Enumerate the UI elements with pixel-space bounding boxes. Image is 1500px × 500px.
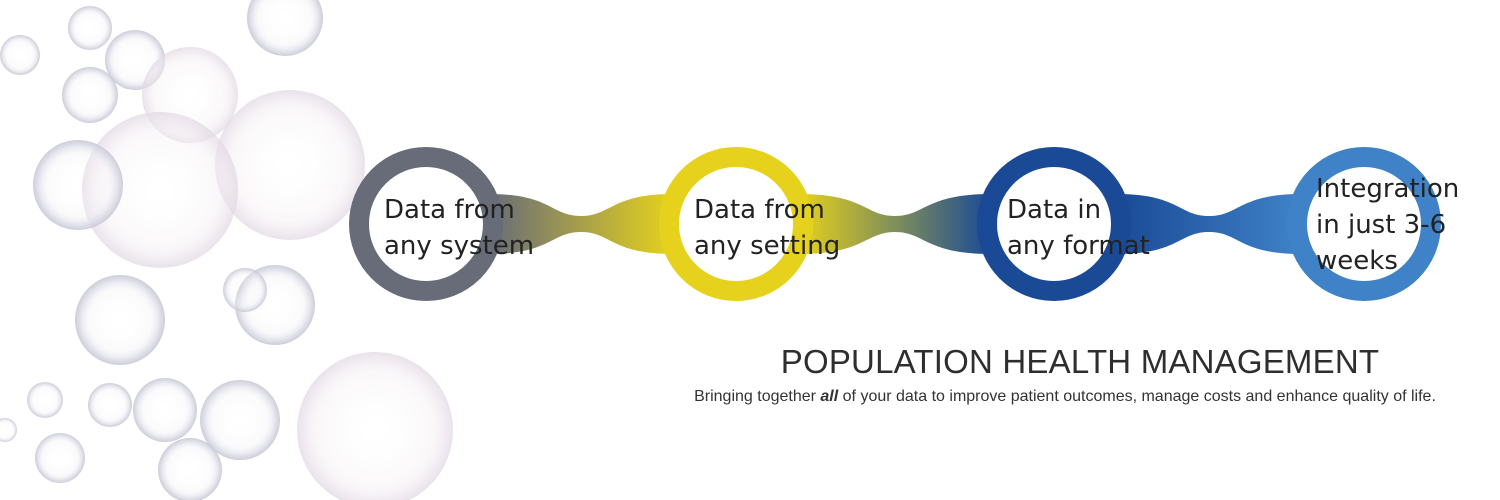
chain-rings bbox=[349, 147, 1441, 301]
ring-setting bbox=[659, 147, 813, 301]
bubble-group bbox=[0, 0, 453, 500]
tagline-emphasis: all bbox=[820, 388, 839, 405]
node-label-setting: Data from any setting bbox=[694, 195, 841, 261]
node-label-integration: Integration in just 3-6 weeks bbox=[1316, 174, 1460, 276]
connector-3 bbox=[1117, 194, 1301, 254]
node-label-format: Data in any format bbox=[1007, 195, 1150, 261]
tagline-end: of your data to improve patient outcomes… bbox=[838, 388, 1436, 405]
tagline-start: Bringing together bbox=[694, 388, 821, 405]
ring-format bbox=[977, 147, 1131, 301]
ring-integration bbox=[1287, 147, 1441, 301]
connector-2 bbox=[799, 194, 991, 254]
ring-system bbox=[349, 147, 503, 301]
page-title: POPULATION HEALTH MANAGEMENT bbox=[780, 343, 1380, 380]
connector-1 bbox=[489, 194, 673, 254]
node-label-system: Data from any system bbox=[384, 195, 535, 261]
bubbles-decoration bbox=[0, 0, 453, 500]
tagline: Bringing together all of your data to im… bbox=[660, 386, 1470, 408]
chain-connectors bbox=[489, 194, 1301, 254]
